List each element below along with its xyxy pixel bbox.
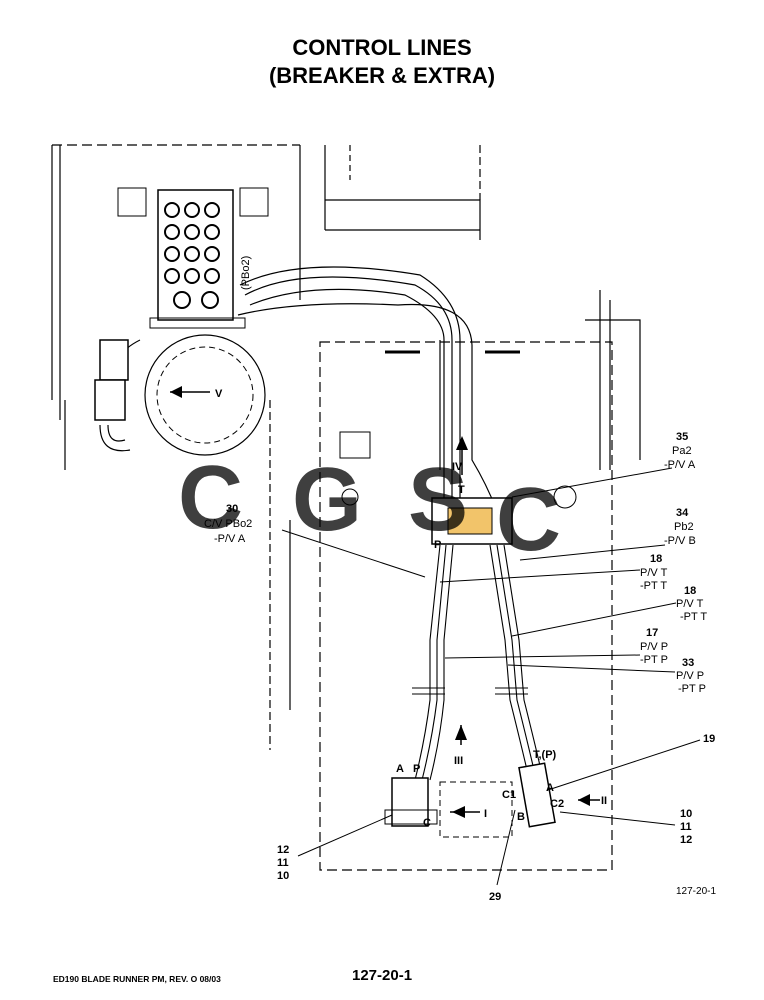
port-c2-label: C2 [550, 798, 564, 810]
svg-text:12: 12 [680, 834, 692, 846]
watermark-letter-c2: C [496, 470, 561, 570]
view-iv-label: IV [452, 461, 463, 473]
center-pilot-block: T P [339, 431, 577, 551]
svg-text:P/V T: P/V T [640, 567, 668, 579]
hose-bundle [237, 266, 501, 521]
swing-motor: V [112, 334, 266, 456]
callout-33: 33 P/V P -PT P [676, 657, 706, 695]
figure-reference: 127-20-1 [676, 886, 717, 897]
svg-text:P/V P: P/V P [640, 641, 668, 653]
view-i-box: I [439, 781, 513, 838]
svg-text:P/V P: P/V P [676, 670, 704, 682]
callout-35: 35 Pa2 -P/V A [664, 431, 696, 471]
watermark-letter-c1: C [178, 448, 243, 548]
footer-document-id: ED190 BLADE RUNNER PM, REV. O 08/03 [53, 974, 221, 984]
svg-text:19: 19 [703, 733, 715, 745]
svg-text:30: 30 [226, 503, 238, 515]
page-title: CONTROL LINES [292, 35, 472, 60]
footer-page-number: 127-20-1 [352, 967, 413, 984]
svg-text:17: 17 [646, 627, 658, 639]
port-t-label: T [458, 484, 465, 496]
svg-text:Pa2: Pa2 [672, 445, 692, 457]
callout-19: 19 [703, 733, 715, 745]
svg-text:11: 11 [680, 821, 692, 833]
svg-text:35: 35 [676, 431, 688, 443]
svg-text:18: 18 [650, 553, 662, 565]
port-pbo2-label: (PBo2) [240, 256, 252, 290]
port-a-left-label: A [396, 763, 404, 775]
right-pedal-valve: T,(P) A C1 C2 B [502, 749, 564, 828]
callout-34: 34 Pb2 -P/V B [664, 507, 696, 547]
port-tp-label: T,(P) [533, 749, 557, 761]
port-c-label: C [423, 817, 431, 829]
left-valve-assembly [94, 339, 131, 452]
svg-text:11: 11 [277, 857, 289, 869]
view-i-label: I [484, 808, 487, 820]
svg-text:29: 29 [489, 891, 501, 903]
view-iii-arrow: III [454, 725, 467, 767]
callout-12-11-10: 12 11 10 [277, 844, 289, 882]
svg-text:-PT T: -PT T [680, 611, 707, 623]
pilot-lines [412, 544, 542, 781]
port-p-left-label: P [413, 763, 420, 775]
watermark-letter-g: G [292, 450, 362, 550]
svg-text:C/V PBo2: C/V PBo2 [204, 518, 252, 530]
port-b-label: B [517, 811, 525, 823]
view-v-label: V [215, 388, 223, 400]
svg-text:33: 33 [682, 657, 694, 669]
machine-frame [51, 144, 641, 871]
port-p-label: P [434, 539, 441, 551]
svg-text:-P/V A: -P/V A [664, 459, 696, 471]
svg-text:10: 10 [680, 808, 692, 820]
leader-lines [281, 467, 701, 886]
svg-text:-P/V B: -P/V B [664, 535, 696, 547]
callout-18-a: 18 P/V T -PT T [640, 553, 668, 592]
callout-29: 29 [489, 891, 501, 903]
view-iii-label: III [454, 755, 463, 767]
svg-text:-PT T: -PT T [640, 580, 667, 592]
svg-text:-P/V A: -P/V A [214, 533, 246, 545]
view-ii-arrow: II [578, 794, 607, 807]
svg-text:10: 10 [277, 870, 289, 882]
port-a-right-label: A [546, 782, 554, 794]
left-pedal-valve: A P C [384, 763, 438, 829]
svg-text:-PT P: -PT P [678, 683, 706, 695]
view-iv-arrow: IV [452, 436, 468, 475]
main-control-valve: (PBo2) [117, 187, 269, 329]
svg-text:-PT P: -PT P [640, 654, 668, 666]
svg-text:18: 18 [684, 585, 696, 597]
svg-text:12: 12 [277, 844, 289, 856]
callout-18-b: 18 P/V T -PT T [676, 585, 707, 623]
port-c1-label: C1 [502, 789, 516, 801]
svg-text:34: 34 [676, 507, 689, 519]
view-ii-label: II [601, 795, 607, 807]
callout-10-11-12: 10 11 12 [680, 808, 692, 846]
callout-17: 17 P/V P -PT P [640, 627, 668, 666]
watermark-letter-s: S [408, 450, 468, 550]
svg-text:Pb2: Pb2 [674, 521, 694, 533]
page-subtitle: (BREAKER & EXTRA) [268, 63, 496, 88]
callout-30: 30 C/V PBo2 -P/V A [204, 503, 252, 545]
svg-text:P/V T: P/V T [676, 598, 704, 610]
watermark: C G S C [178, 448, 561, 570]
